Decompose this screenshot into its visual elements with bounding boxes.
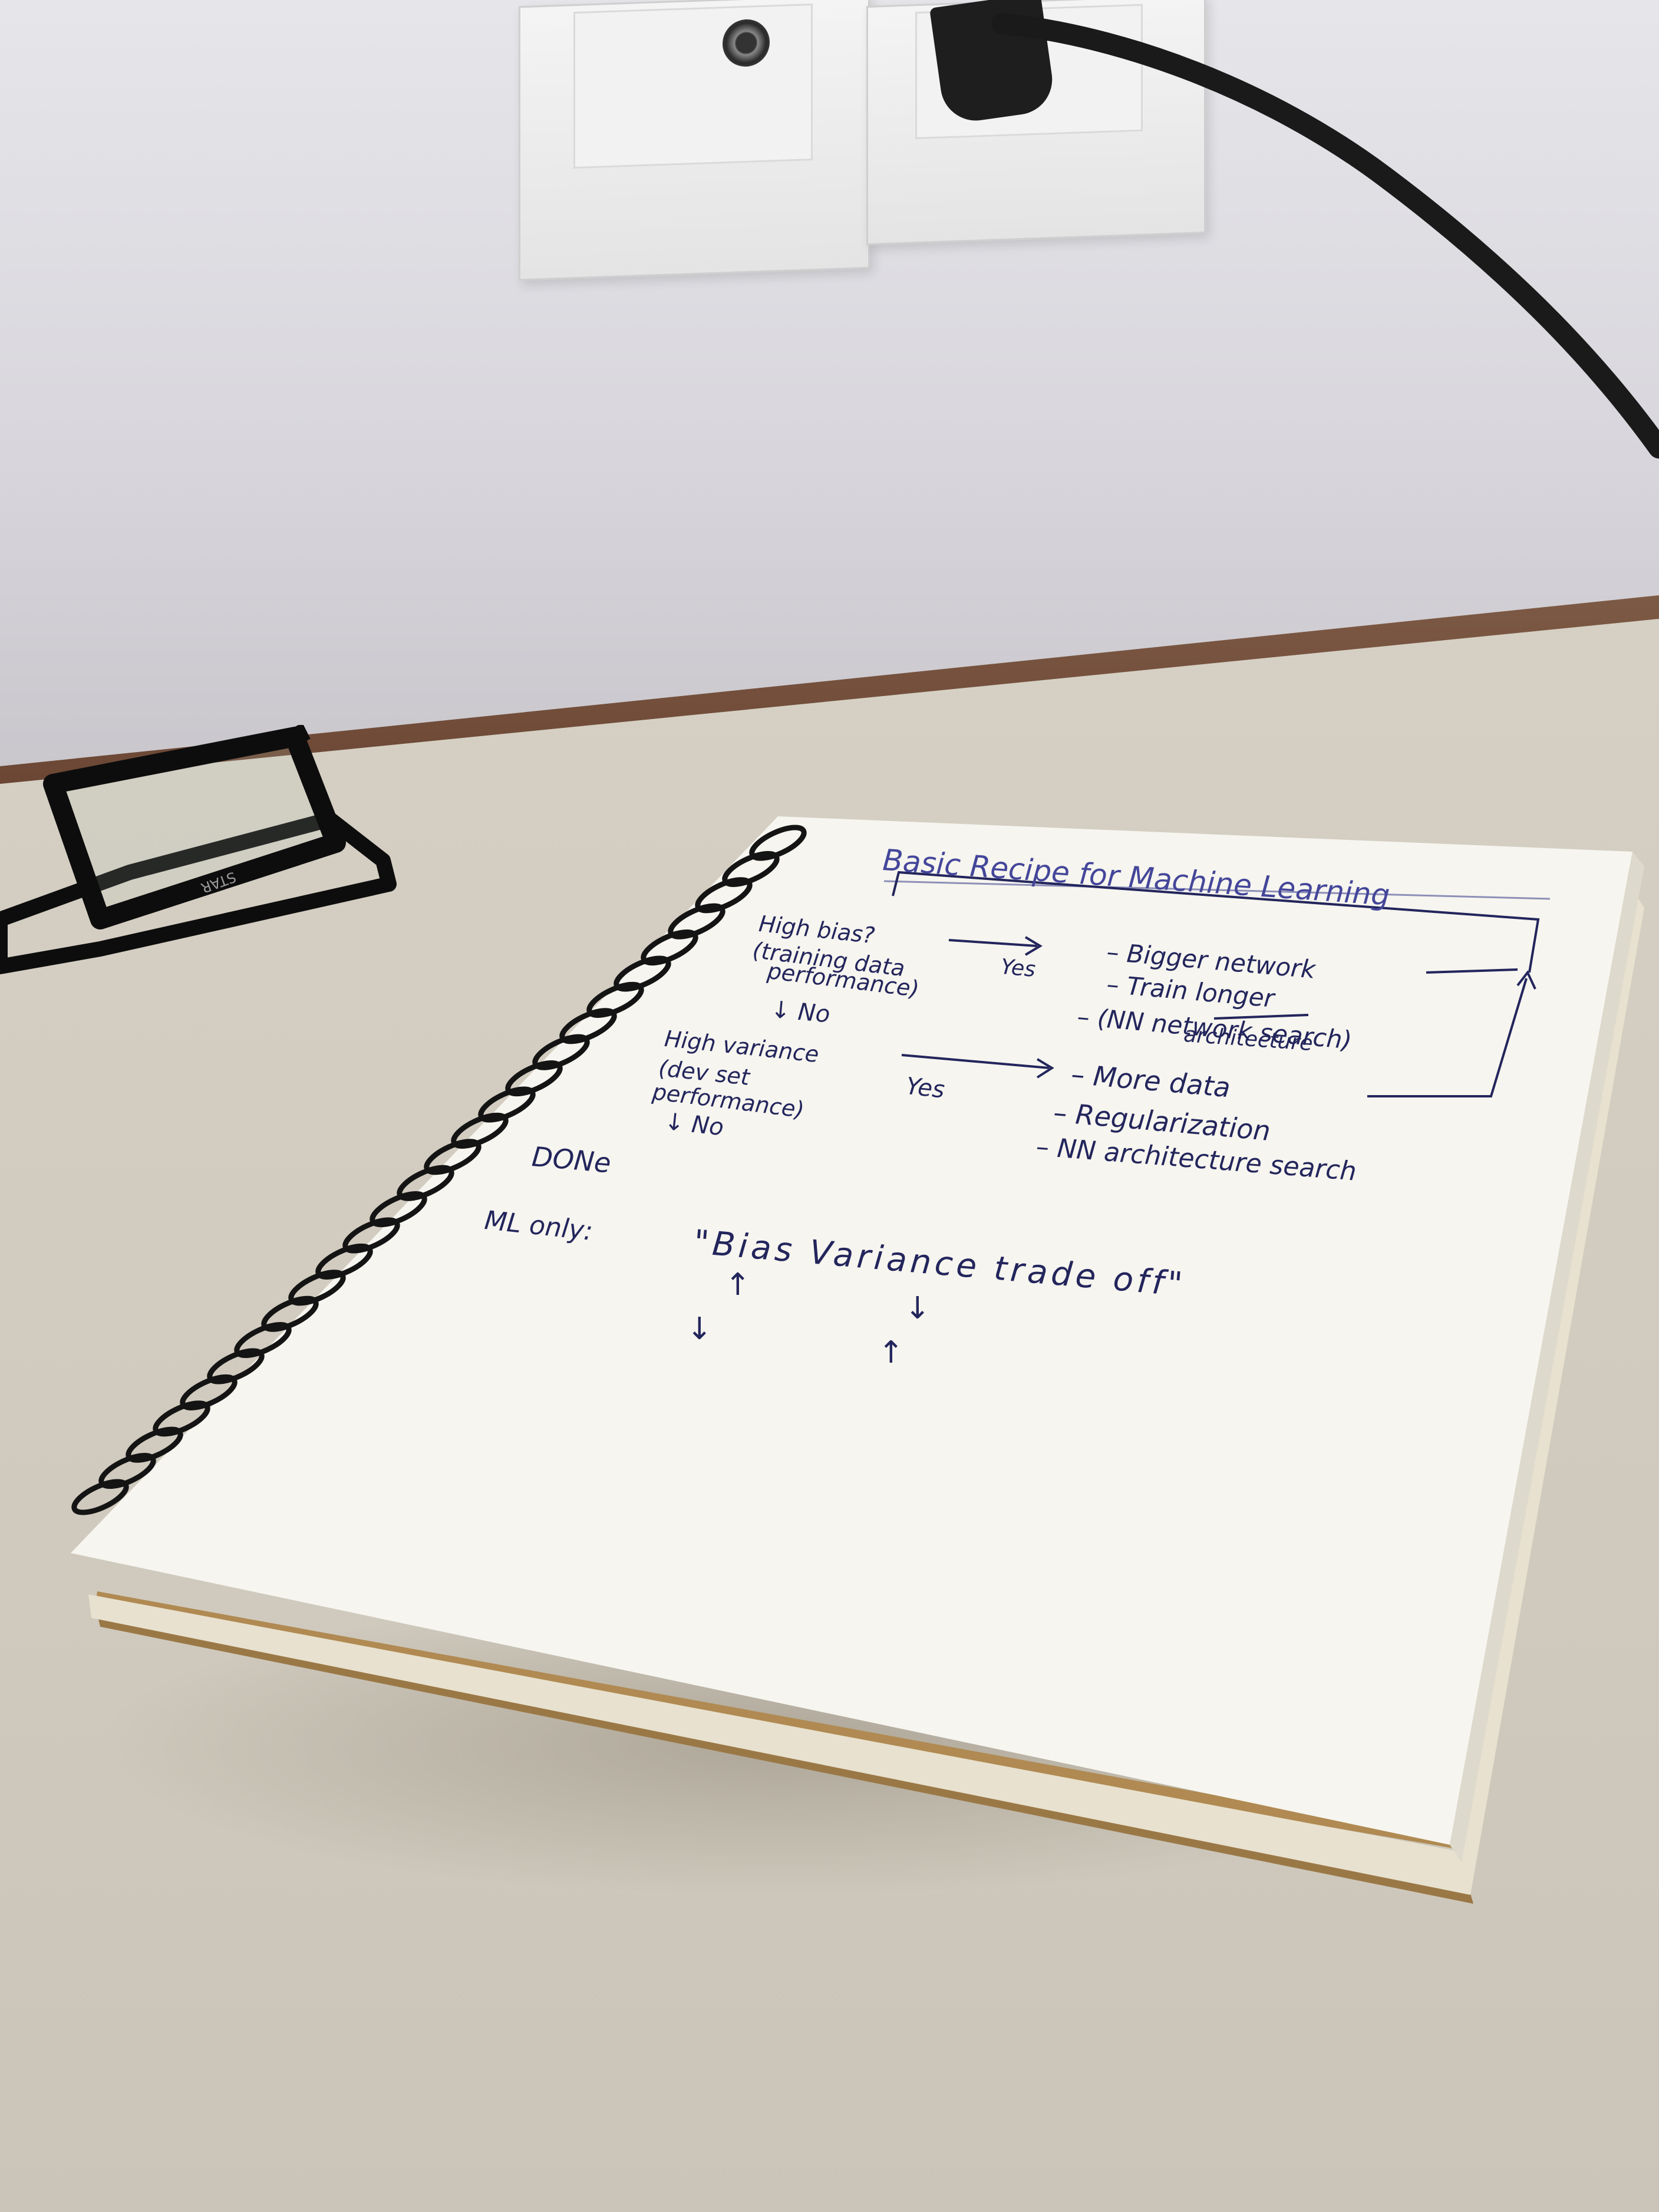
up-arrow-icon: ↑ — [878, 1335, 904, 1370]
done-label: DONe — [530, 1140, 612, 1179]
down-arrow-icon: ↓ — [687, 1311, 713, 1347]
spiral-ring — [71, 1479, 129, 1515]
down-arrow-icon: ↓ — [905, 1291, 931, 1326]
high-bias-no: ↓ No — [769, 996, 832, 1028]
eyeglasses: STAR — [0, 725, 397, 974]
up-arrow-icon: ↑ — [725, 1267, 751, 1303]
high-bias-yes: Yes — [1000, 955, 1037, 982]
power-cable — [991, 13, 1659, 459]
high-variance-yes: Yes — [905, 1073, 946, 1104]
